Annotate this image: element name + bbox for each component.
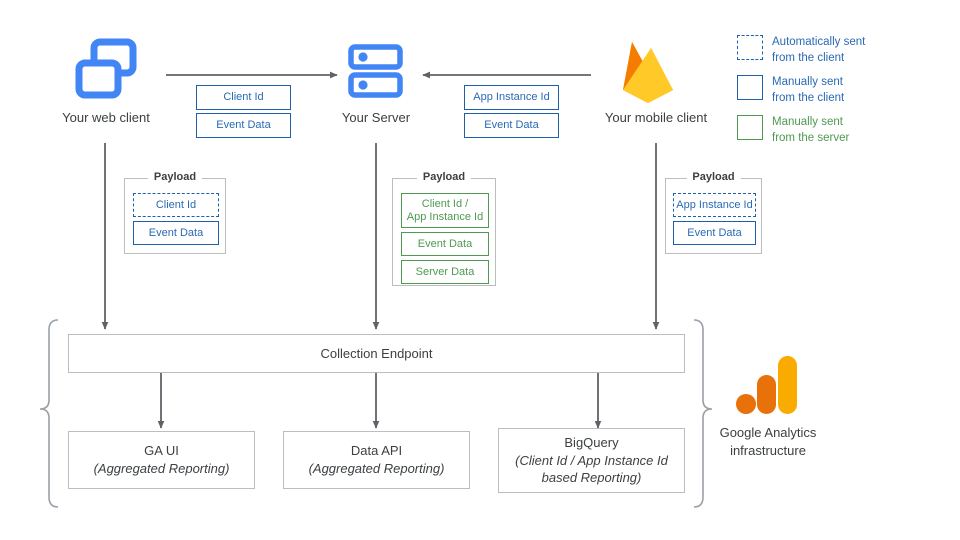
infrastructure-brace-left [39, 319, 59, 508]
output-box-ga-ui: GA UI (Aggregated Reporting) [68, 431, 255, 489]
legend-text-manual-client: Manually sent from the client [772, 75, 844, 106]
google-analytics-logo [736, 356, 797, 414]
payload-mobile-item-app-instance-id: App Instance Id [673, 193, 756, 217]
output-title-data-api: Data API [350, 443, 403, 459]
legend-text-automatic: Automatically sent from the client [772, 35, 865, 66]
legend-line1-automatic: Automatically sent [772, 36, 866, 48]
legend-line1-manual-client: Manually sent [772, 76, 843, 88]
server-icon [348, 44, 403, 98]
payload-server-item-ids: Client Id / App Instance Id [401, 193, 489, 228]
mobile-client-label: Your mobile client [604, 110, 708, 125]
legend-item-manually-sent-server: Manually sent from the server [737, 115, 849, 146]
collection-endpoint-label: Collection Endpoint [320, 345, 433, 361]
firebase-flame-icon [623, 42, 673, 103]
transfer-chip-web-event-data: Event Data [196, 113, 291, 138]
output-box-data-api: Data API (Aggregated Reporting) [283, 431, 470, 489]
ga-caption-line1: Google Analytics [719, 425, 817, 440]
transfer-chip-mobile-app-instance-id: App Instance Id [464, 85, 559, 110]
payload-web-title: Payload [147, 171, 203, 183]
legend-item-manually-sent-client: Manually sent from the client [737, 75, 844, 106]
output-subtitle-ga-ui: (Aggregated Reporting) [93, 461, 230, 476]
legend-swatch-dashed-blue-icon [737, 35, 763, 60]
output-subtitle-bigquery: (Client Id / App Instance Id based Repor… [515, 452, 668, 486]
web-client-label: Your web client [62, 110, 150, 125]
payload-server: Payload Client Id / App Instance Id Even… [392, 171, 496, 286]
payload-web: Payload Client Id Event Data [124, 171, 226, 254]
payload-server-item-server-data: Server Data [401, 260, 489, 284]
infrastructure-brace-right [693, 319, 713, 508]
payload-server-title: Payload [416, 171, 472, 183]
output-title-bigquery: BigQuery [564, 435, 619, 451]
transfer-chip-web-client-id: Client Id [196, 85, 291, 110]
payload-web-item-client-id: Client Id [133, 193, 219, 217]
legend-text-manual-server: Manually sent from the server [772, 115, 849, 146]
output-title-ga-ui: GA UI [144, 443, 179, 459]
output-subtitle-data-api: (Aggregated Reporting) [308, 461, 445, 476]
payload-mobile-title: Payload [686, 171, 741, 183]
payload-web-item-event-data: Event Data [133, 221, 219, 245]
legend-line1-manual-server: Manually sent [772, 116, 843, 128]
ga-caption-line2: infrastructure [730, 442, 806, 458]
server-label: Your Server [341, 110, 411, 125]
legend-line2-manual-client: from the client [772, 91, 845, 104]
payload-mobile: Payload App Instance Id Event Data [665, 171, 762, 254]
collection-endpoint-box: Collection Endpoint [68, 334, 685, 373]
payload-mobile-item-event-data: Event Data [673, 221, 756, 245]
web-client-icon [75, 38, 137, 99]
legend-line2-automatic: from the client [772, 51, 845, 64]
payload-server-item-event-data: Event Data [401, 232, 489, 256]
transfer-chip-mobile-event-data: Event Data [464, 113, 559, 138]
legend-swatch-solid-green-icon [737, 115, 763, 140]
legend-line2-manual-server: from the server [772, 131, 850, 144]
legend-item-automatically-sent-client: Automatically sent from the client [737, 35, 865, 66]
ga-infrastructure-caption: Google Analytics infrastructure [688, 424, 848, 459]
legend-swatch-solid-blue-icon [737, 75, 763, 100]
output-box-bigquery: BigQuery (Client Id / App Instance Id ba… [498, 428, 685, 493]
